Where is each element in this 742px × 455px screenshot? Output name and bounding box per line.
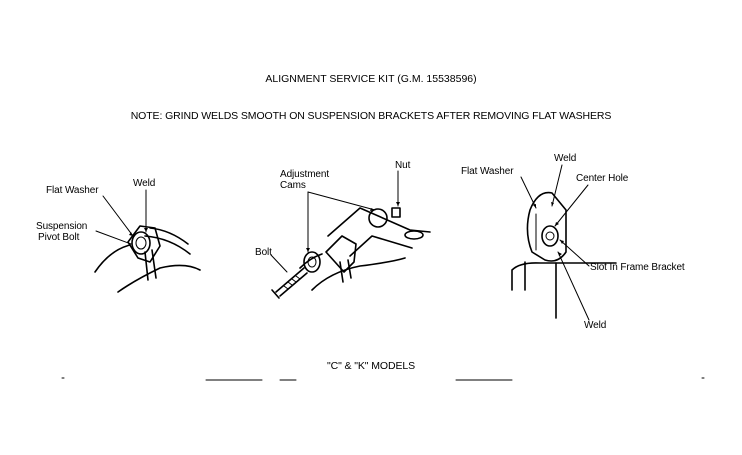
left-weld-label: Weld xyxy=(133,178,156,189)
left-view-illustration xyxy=(94,189,201,293)
adjustment-label: Adjustment xyxy=(280,169,330,180)
right-weld-bottom-label: Weld xyxy=(584,320,607,331)
right-view-illustration xyxy=(511,164,617,321)
bottom-artifacts xyxy=(61,377,705,381)
slot-label: Slot In Frame Bracket xyxy=(590,262,685,273)
right-weld-top-label: Weld xyxy=(554,153,577,164)
page-title: ALIGNMENT SERVICE KIT (G.M. 15538596) xyxy=(265,73,477,85)
models-caption: "C" & "K" MODELS xyxy=(327,360,415,372)
left-flat-washer-label: Flat Washer xyxy=(46,185,99,196)
note-text: NOTE: GRIND WELDS SMOOTH ON SUSPENSION B… xyxy=(130,110,612,122)
left-suspension-label: Suspension xyxy=(36,221,88,232)
left-pivot-bolt-label: Pivot Bolt xyxy=(38,232,80,243)
nut-label: Nut xyxy=(395,160,411,171)
center-hole-label: Center Hole xyxy=(576,173,629,184)
middle-view-illustration xyxy=(270,170,431,299)
bolt-label: Bolt xyxy=(255,247,272,258)
cams-label: Cams xyxy=(280,180,306,191)
right-flat-washer-label: Flat Washer xyxy=(461,166,514,177)
